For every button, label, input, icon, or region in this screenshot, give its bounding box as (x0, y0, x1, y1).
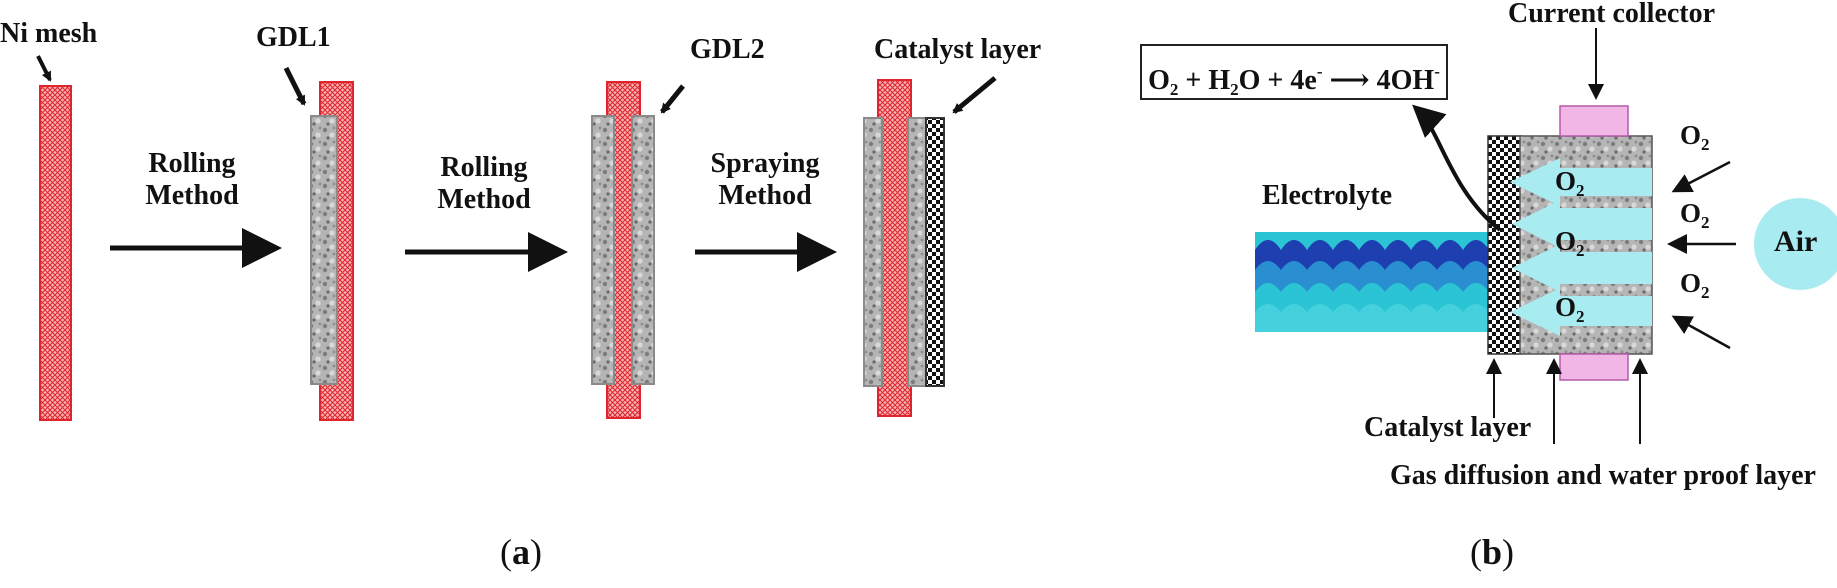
step-1-label: Rolling Method (126, 148, 258, 212)
eq-o2: O (1148, 65, 1170, 96)
step-1-line2: Method (145, 180, 239, 211)
caption-a: (a) (500, 532, 542, 572)
gdl1-layer (310, 115, 338, 385)
step-3-label: Spraying Method (690, 148, 840, 212)
step-1-line1: Rolling (148, 148, 236, 179)
gas-diffusion-label: Gas diffusion and water proof layer (1390, 460, 1816, 491)
eq-h2-sub: 2 (1230, 80, 1239, 99)
catalyst-layer-block (1487, 135, 1523, 355)
caption-a-letter: a (512, 532, 530, 572)
caption-b-close: ) (1502, 532, 1515, 572)
ni-mesh-pointer (36, 55, 52, 82)
o2-outer-2-base: O (1680, 198, 1702, 228)
stage4-gdl-left (863, 117, 883, 387)
step-2-line2: Method (437, 184, 531, 215)
eq-product: 4OH (1376, 65, 1435, 96)
electrolyte-waves (1255, 232, 1490, 332)
o2-outer-1-sub: 2 (1701, 135, 1710, 154)
o2-outer-1-base: O (1680, 120, 1702, 150)
eq-e-sup: - (1316, 62, 1323, 81)
o2-inner-3-base: O (1555, 292, 1577, 322)
o2-outer-3-sub: 2 (1701, 283, 1710, 302)
catalyst-layer-label-a: Catalyst layer (874, 34, 1042, 65)
o2-inner-2-sub: 2 (1576, 241, 1585, 260)
step-2-line1: Rolling (440, 152, 528, 183)
reaction-equation: O2 + H2O + 4e- ⟶ 4OH- (1140, 44, 1448, 100)
gdl2-layer-right (631, 115, 655, 385)
step-3-line2: Method (718, 180, 812, 211)
gdl2-label: GDL2 (690, 34, 765, 65)
gdl2-pointer (660, 84, 685, 114)
o2-outer-3-base: O (1680, 268, 1702, 298)
air-circle (1754, 198, 1837, 290)
eq-o2-sub: 2 (1169, 80, 1179, 99)
caption-a-open: ( (500, 532, 512, 572)
current-collector-label: Current collector (1508, 0, 1716, 29)
electrolyte-label: Electrolyte (1262, 180, 1393, 211)
o2-outer-1: O2 (1680, 120, 1710, 155)
o2-outer-2: O2 (1680, 198, 1710, 233)
ni-mesh-label: Ni mesh (0, 18, 98, 49)
gdl1-pointer (283, 66, 307, 106)
eq-h2o-rest: O + 4e (1238, 65, 1317, 96)
gdl2-layer-left (591, 115, 615, 385)
stage4-ni-mesh (877, 79, 912, 417)
caption-a-close: ) (530, 532, 542, 572)
eq-plus-h: + H (1178, 65, 1231, 96)
caption-b: (b) (1470, 532, 1514, 572)
catalyst-layer-label-b: Catalyst layer (1364, 412, 1532, 443)
caption-b-letter: b (1482, 532, 1503, 572)
gdl1-label: GDL1 (256, 22, 331, 53)
air-arrow-top (1671, 160, 1731, 193)
ni-mesh-strip (39, 85, 72, 421)
o2-inner-3: O2 (1555, 292, 1585, 327)
air-label: Air (1774, 225, 1818, 258)
o2-inner-2-base: O (1555, 226, 1577, 256)
eq-arrow: ⟶ (1322, 65, 1377, 96)
catalyst-pointer (952, 76, 997, 114)
o2-inner-3-sub: 2 (1576, 307, 1585, 326)
o2-inner-2: O2 (1555, 226, 1585, 261)
current-collector-top (1559, 105, 1629, 137)
o2-inner-1-base: O (1555, 166, 1577, 196)
step-3-line1: Spraying (710, 148, 820, 179)
catalyst-layer-strip (925, 117, 945, 387)
current-collector-bottom (1559, 353, 1629, 381)
o2-inner-1: O2 (1555, 166, 1585, 201)
o2-outer-3: O2 (1680, 268, 1710, 303)
step-2-label: Rolling Method (418, 152, 550, 216)
o2-channels (1510, 158, 1652, 336)
eq-product-sup: - (1434, 62, 1440, 81)
stage4-gdl-right (907, 117, 927, 387)
o2-outer-2-sub: 2 (1701, 213, 1710, 232)
o2-inner-1-sub: 2 (1576, 181, 1585, 200)
air-arrow-bottom (1671, 315, 1731, 350)
caption-b-open: ( (1470, 532, 1482, 572)
reaction-curve-arrow (1412, 104, 1502, 232)
